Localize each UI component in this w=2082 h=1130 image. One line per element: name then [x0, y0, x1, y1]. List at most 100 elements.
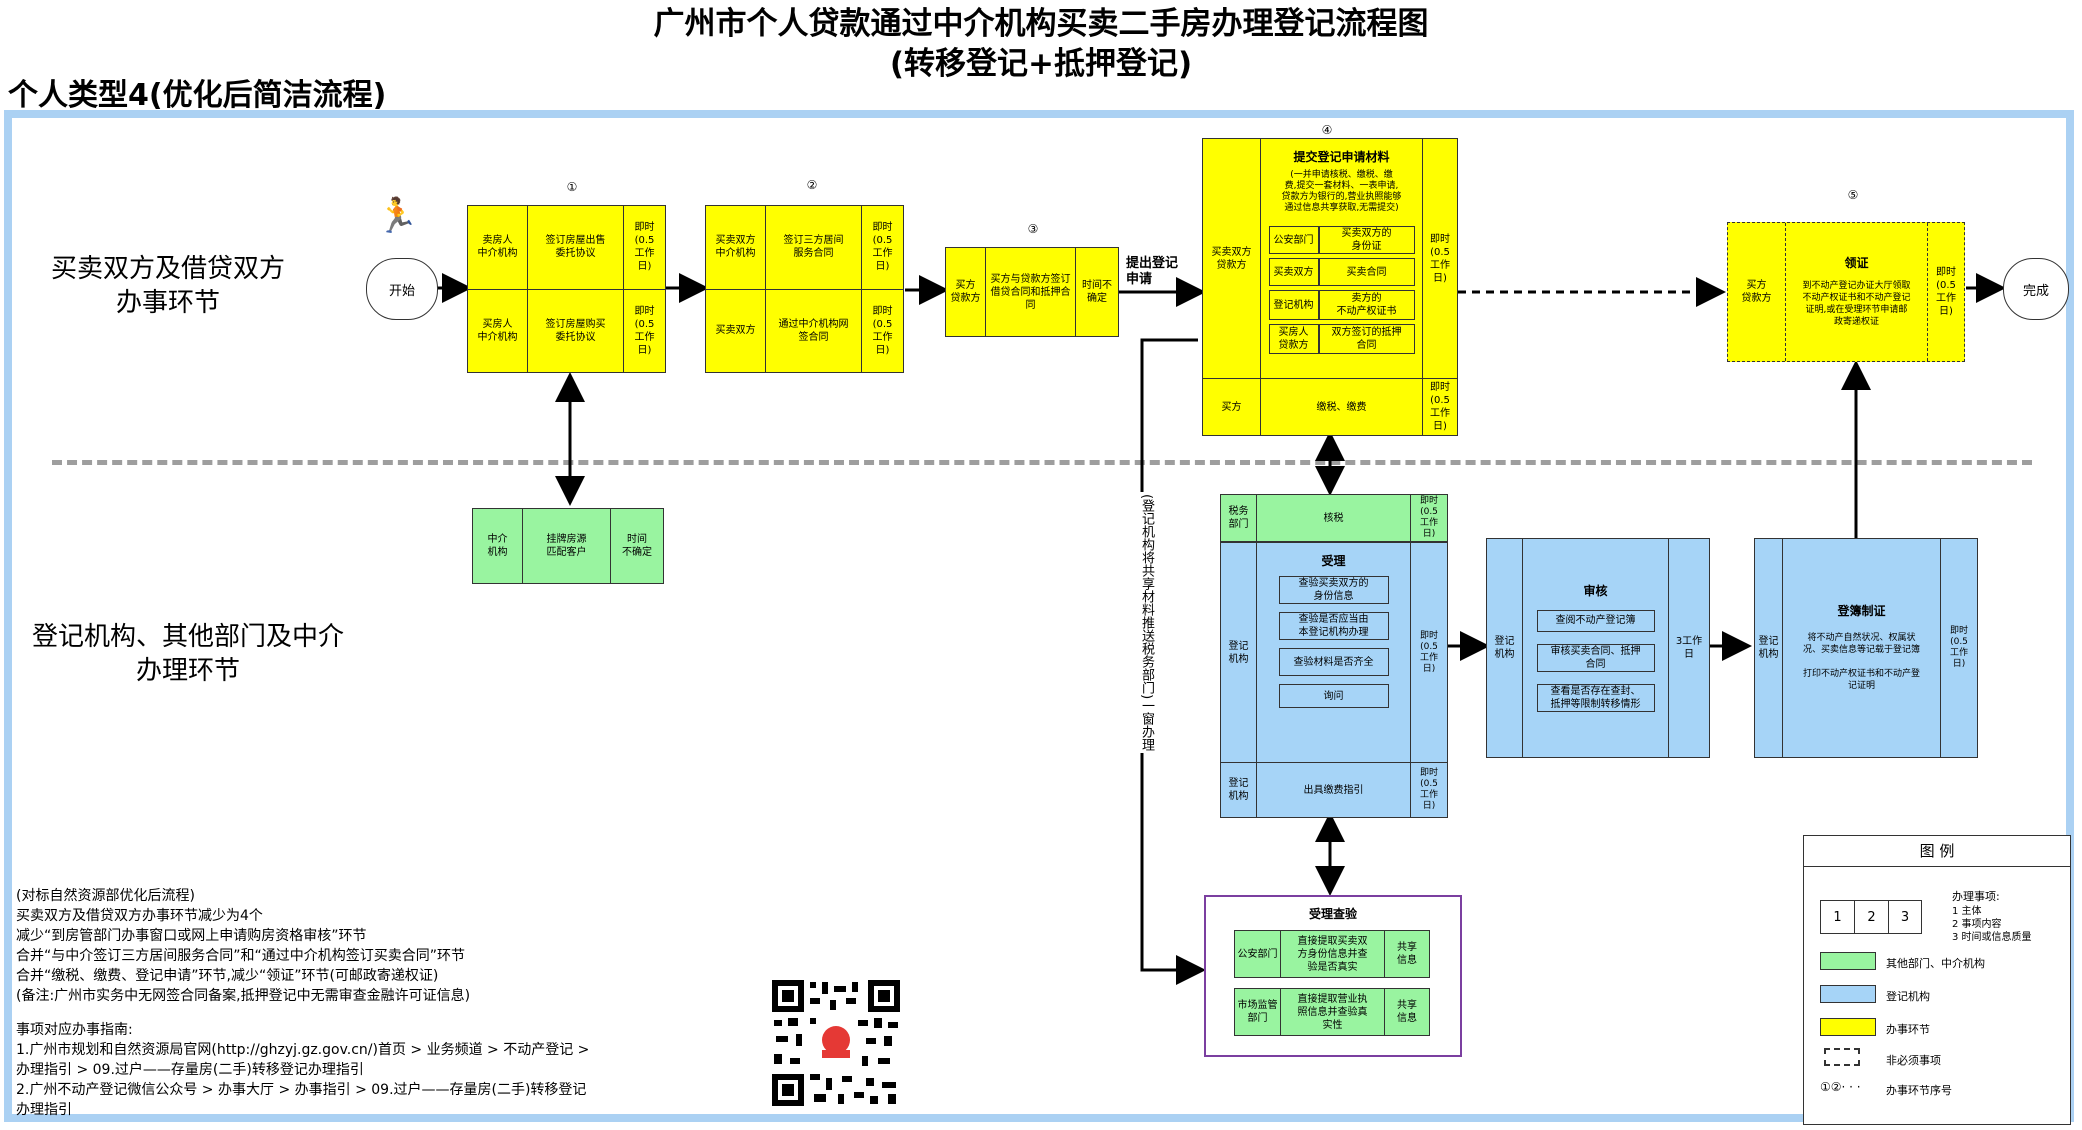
- step4-item-doc-3: 卖方的 不动产权证书: [1318, 290, 1415, 320]
- legend-three-cell: 1 2 3: [1820, 900, 1922, 934]
- step4-box: 买卖双方 贷款方 提交登记申请材料 (一并申请核税、缴税、缴 费,提交一套材料、…: [1202, 138, 1458, 436]
- verify-row-2: 市场监管 部门 直接提取营业执 照信息并查验真 实性 共享 信息: [1234, 988, 1430, 1036]
- step5-content: 领证 到不动产登记办证大厅领取 不动产权证书和不动产登记 证明,或在受理环节申请…: [1786, 223, 1928, 361]
- guide-line[interactable]: 办理指引 > 09.过户——存量房(二手)转移登记办理指引: [16, 1062, 364, 1078]
- step4-item-doc-1: 买卖双方的 身份证: [1318, 226, 1415, 254]
- step-number-5: ⑤: [1847, 188, 1859, 202]
- page-subtitle: (转移登记+抵押登记): [889, 46, 1193, 82]
- accept-content: 受理 查验买卖双方的 身份信息 查验是否应当由 本登记机构办理 查验材料是否齐全…: [1257, 543, 1411, 762]
- register-actor: 登记 机构: [1755, 539, 1783, 757]
- step4-pay-actor: 买方: [1203, 379, 1261, 435]
- step5-actor: 买方 贷款方: [1728, 223, 1786, 361]
- tax-actor: 税务 部门: [1221, 495, 1257, 541]
- verify-task-1: 直接提取买卖双 方身份信息并查 验是否真实: [1281, 931, 1385, 977]
- step4-pay-time: 即时 (0.5 工作 日): [1430, 382, 1450, 432]
- legend-dashed-swatch: [1824, 1048, 1860, 1066]
- legend-item-3: 3 时间或信息质量: [1952, 932, 2032, 943]
- step5-text: 到不动产登记办证大厅领取 不动产权证书和不动产登记 证明,或在受理环节申请邮 政…: [1802, 280, 1911, 327]
- agency-time: 时间 不确定: [622, 534, 652, 558]
- lane-label-bottom: 登记机构、其他部门及中介 办理环节: [31, 622, 344, 686]
- step2-task-1: 签订三方居间 服务合同: [766, 206, 862, 289]
- register-box: 登记 机构 登簿制证 将不动产自然状况、权属状 况、买卖信息等记载于登记簿 打印…: [1754, 538, 1978, 758]
- lane-label-top: 买卖双方及借贷双方 办事环节: [50, 254, 285, 318]
- step2-box: 买卖双方 中介机构 签订三方居间 服务合同 即时 (0.5 工作 日) 买卖双方…: [705, 205, 904, 373]
- verify-heading: 受理查验: [1308, 907, 1357, 921]
- step3-box: 买方 贷款方 买方与贷款方签订 借贷合同和抵押合 同 时间不 确定: [945, 247, 1119, 337]
- register-time: 即时 (0.5 工作 日): [1949, 626, 1968, 669]
- legend-seq-symbol: ①②· · ·: [1820, 1080, 1861, 1094]
- guide-line[interactable]: 1.广州市规划和自然资源局官网(http://ghzyj.gz.gov.cn/)…: [16, 1042, 590, 1058]
- step-number-4: ④: [1321, 123, 1333, 137]
- step2-time-1: 即时 (0.5 工作 日): [872, 222, 893, 273]
- verify-org-1: 公安部门: [1235, 931, 1281, 977]
- agency-box: 中介 机构 挂牌房源 匹配客户 时间 不确定: [472, 508, 664, 584]
- agency-actor: 中介 机构: [473, 509, 523, 583]
- step4-content: 提交登记申请材料 (一并申请核税、缴税、缴 费,提交一套材料、一表申请, 贷款方…: [1261, 139, 1423, 378]
- review-box: 登记 机构 审核 查阅不动产登记簿 审核买卖合同、抵押 合同 查看是否存在查封、…: [1486, 538, 1710, 758]
- step5-time: 即时 (0.5 工作 日): [1936, 267, 1956, 317]
- qr-code-icon[interactable]: [770, 978, 902, 1108]
- step1-actor-1: 卖房人 中介机构: [468, 206, 528, 289]
- step3-time: 时间不 确定: [1082, 280, 1112, 304]
- legend-title: 图 例: [1804, 836, 2070, 867]
- legend-cell-2: 2: [1855, 901, 1889, 933]
- accept-item-4: 询问: [1278, 684, 1389, 708]
- step4-heading: 提交登记申请材料: [1293, 150, 1390, 164]
- guide-line[interactable]: 办理指引: [16, 1102, 72, 1118]
- step1-time-2: 即时 (0.5 工作 日): [634, 305, 655, 356]
- step4-item-org-2: 买卖双方: [1268, 258, 1319, 286]
- step5-box: 买方 贷款方 领证 到不动产登记办证大厅领取 不动产权证书和不动产登记 证明,或…: [1727, 222, 1965, 362]
- step4-item-doc-2: 买卖合同: [1318, 258, 1415, 286]
- register-heading: 登簿制证: [1837, 603, 1886, 618]
- step-number-1: ①: [566, 180, 578, 194]
- step4-note: (一并申请核税、缴税、缴 费,提交一套材料、一表申请, 贷款方为银行的,营业执照…: [1281, 170, 1402, 213]
- legend-seq-label: 办事环节序号: [1886, 1084, 1952, 1097]
- accept-fee-time: 即时 (0.5 工作 日): [1419, 768, 1438, 811]
- review-item-3: 查看是否存在查封、 抵押等限制转移情形: [1536, 683, 1655, 712]
- verify-org-2: 市场监管 部门: [1235, 989, 1281, 1035]
- step4-time: 即时 (0.5 工作 日): [1430, 233, 1450, 284]
- verify-task-2: 直接提取营业执 照信息并查验真 实性: [1281, 989, 1385, 1035]
- step4-item-org-1: 公安部门: [1268, 226, 1319, 254]
- note-line: 合并“缴税、缴费、登记申请”环节,减少“领证”环节(可邮政寄递权证): [16, 968, 439, 984]
- step4-pay-task: 缴税、缴费: [1261, 379, 1423, 435]
- step-number-3: ③: [1027, 222, 1039, 236]
- agency-task: 挂牌房源 匹配客户: [523, 509, 611, 583]
- step1-time-1: 即时 (0.5 工作 日): [634, 222, 655, 273]
- step4-item-org-3: 登记机构: [1268, 290, 1319, 320]
- review-heading: 审核: [1583, 583, 1608, 598]
- accept-fee-task: 出具缴费指引: [1257, 763, 1411, 817]
- note-line: 合并“与中介签订三方居间服务合同”和“通过中介机构签订买卖合同”环节: [16, 948, 466, 964]
- accept-actor: 登记 机构: [1221, 543, 1257, 762]
- legend-yellow-swatch: [1820, 1018, 1876, 1036]
- legend-blue-label: 登记机构: [1886, 990, 1930, 1003]
- step1-task-2: 签订房屋购买 委托协议: [528, 289, 624, 372]
- end-node: 完成: [2003, 258, 2069, 320]
- legend-blue-swatch: [1820, 985, 1876, 1003]
- review-item-2: 审核买卖合同、抵押 合同: [1536, 643, 1655, 672]
- guide-line[interactable]: 2.广州不动产登记微信公众号 > 办事大厅 > 办事指引 > 09.过户——存量…: [16, 1082, 587, 1098]
- step3-actor: 买方 贷款方: [946, 248, 986, 336]
- note-line: (备注:广州市实务中无网签合同备案,抵押登记中无需审查金融许可证信息): [16, 988, 471, 1004]
- note-line: 买卖双方及借贷双方办事环节减少为4个: [16, 908, 263, 924]
- step2-time-2: 即时 (0.5 工作 日): [872, 305, 893, 356]
- accept-box: 登记 机构 受理 查验买卖双方的 身份信息 查验是否应当由 本登记机构办理 查验…: [1220, 542, 1448, 818]
- legend-item-1: 1 主体: [1952, 906, 1982, 917]
- share-vertical-note: (登记机构将共享材料推送税务部门)一窗办理: [1130, 492, 1154, 754]
- lane-divider: [52, 460, 2032, 465]
- verify-type-1: 共享 信息: [1397, 942, 1417, 966]
- accept-item-2: 查验是否应当由 本登记机构办理: [1278, 612, 1389, 640]
- step4-actor: 买卖双方 贷款方: [1203, 139, 1261, 378]
- step-number-2: ②: [806, 178, 818, 192]
- running-person-icon: 🏃: [376, 196, 419, 236]
- submit-arrow-label: 提出登记 申请: [1126, 256, 1179, 287]
- verify-row-1: 公安部门 直接提取买卖双 方身份信息并查 验是否真实 共享 信息: [1234, 930, 1430, 978]
- register-content: 登簿制证 将不动产自然状况、权属状 况、买卖信息等记载于登记簿 打印不动产权证书…: [1783, 539, 1941, 757]
- verify-type-2: 共享 信息: [1397, 1000, 1417, 1024]
- step2-actor-1: 买卖双方 中介机构: [706, 206, 766, 289]
- legend-green-swatch: [1820, 952, 1876, 970]
- legend-yellow-label: 办事环节: [1886, 1023, 1930, 1036]
- review-actor: 登记 机构: [1487, 539, 1523, 757]
- register-text-2: 打印不动产权证书和不动产登 记证明: [1802, 668, 1920, 691]
- review-time: 3工作 日: [1675, 636, 1703, 660]
